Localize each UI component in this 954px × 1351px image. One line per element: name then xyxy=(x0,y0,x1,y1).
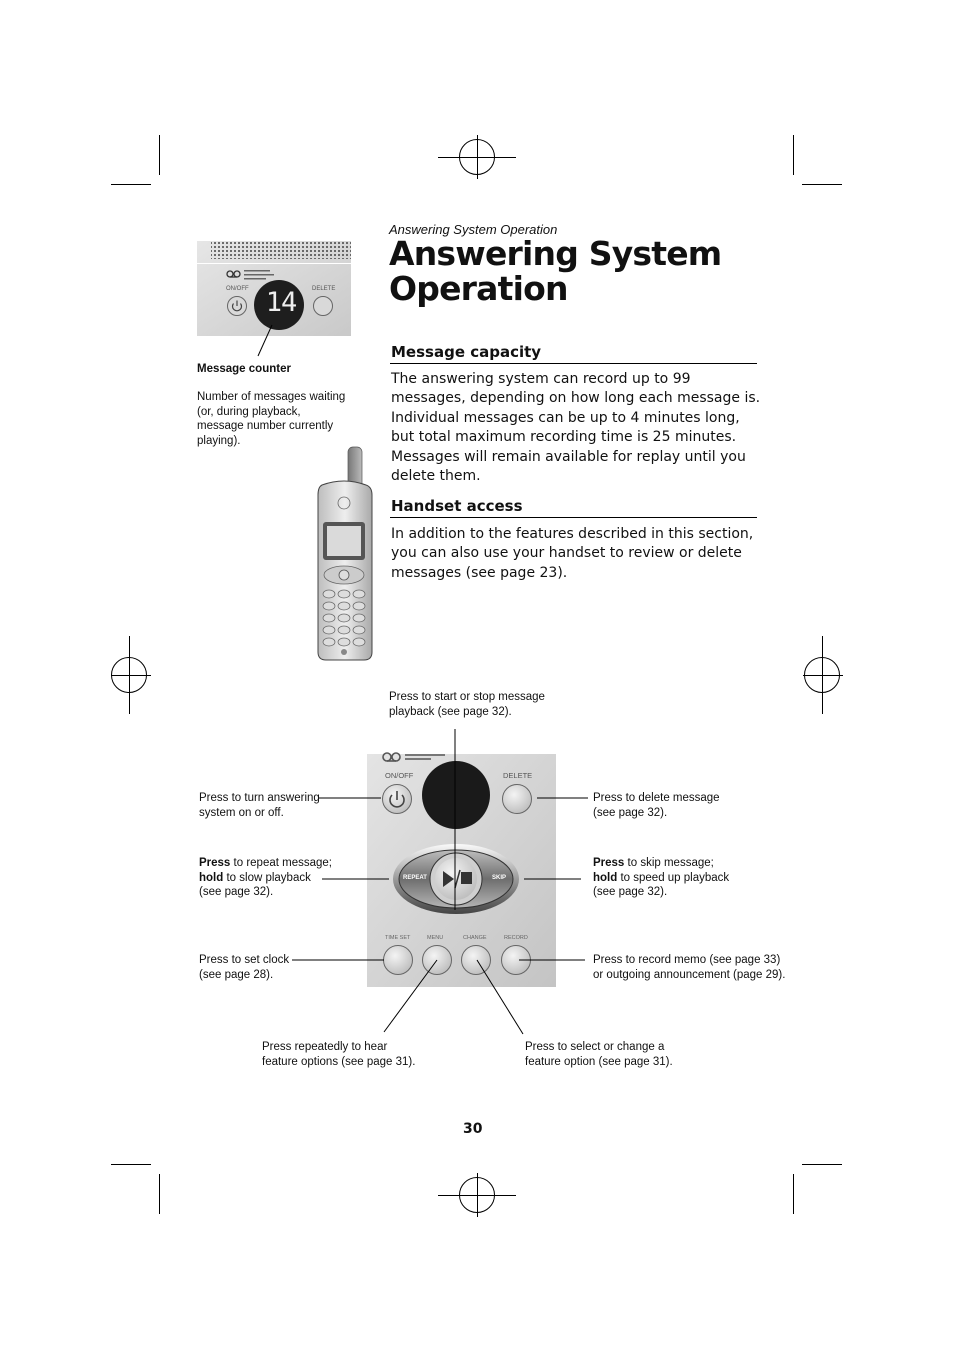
page-number: 30 xyxy=(463,1121,483,1137)
panel-on-off-label: ON/OFF xyxy=(226,286,249,292)
section-body-message-capacity: The answering system can record up to 99… xyxy=(391,371,761,485)
callout-change: Press to select or change a feature opti… xyxy=(525,1041,673,1068)
message-counter-caption-title: Message counter xyxy=(197,363,291,375)
callout-delete: Press to delete message (see page 32). xyxy=(593,792,720,819)
page-title-line-2: Operation xyxy=(389,269,568,308)
time-set-button-label: TIME SET xyxy=(385,935,411,941)
delete-button-label: DELETE xyxy=(503,771,533,780)
voicemail-logo-icon xyxy=(226,270,241,278)
callout-play-stop: Press to start or stop message playback … xyxy=(389,691,545,718)
callout-time-set: Press to set clock (see page 28). xyxy=(199,954,290,981)
record-button-label: RECORD xyxy=(504,935,528,941)
running-head: Answering System Operation xyxy=(389,222,558,237)
message-counter-panel-illustration xyxy=(197,241,351,336)
callout-on-off: Press to turn answering system on or off… xyxy=(199,792,320,819)
callout-record: Press to record memo (see page 33) or ou… xyxy=(593,954,786,981)
change-button-label: CHANGE xyxy=(463,935,487,941)
power-icon xyxy=(389,791,405,808)
section-rule xyxy=(390,363,757,364)
counter-leader-line xyxy=(257,324,273,357)
on-off-button-label: ON/OFF xyxy=(385,771,414,780)
section-rule xyxy=(390,517,757,518)
base-unit-control-panel-diagram xyxy=(367,752,556,987)
repeat-button-label: REPEAT xyxy=(403,875,427,881)
section-heading-handset-access: Handset access xyxy=(391,497,523,515)
callout-repeat: Press to repeat message; hold to slow pl… xyxy=(199,857,332,898)
voicemail-logo-icon xyxy=(382,752,401,762)
menu-button-label: MENU xyxy=(427,935,444,941)
play-stop-icon xyxy=(443,869,472,889)
counter-display: 14 xyxy=(265,287,298,318)
handset-illustration xyxy=(317,446,373,661)
skip-button-label: SKIP xyxy=(492,875,507,881)
callout-menu: Press repeatedly to hear feature options… xyxy=(262,1041,416,1068)
page-title: Answering System Operation xyxy=(389,236,769,306)
panel-delete-label: DELETE xyxy=(312,286,336,292)
section-heading-message-capacity: Message capacity xyxy=(391,343,542,361)
callout-skip: Press to skip message; hold to speed up … xyxy=(593,857,730,898)
message-counter-caption-text: Number of messages waiting (or, during p… xyxy=(197,391,346,447)
section-body-handset-access: In addition to the features described in… xyxy=(391,526,754,581)
page-title-line-1: Answering System xyxy=(389,234,722,273)
power-icon xyxy=(231,300,243,312)
